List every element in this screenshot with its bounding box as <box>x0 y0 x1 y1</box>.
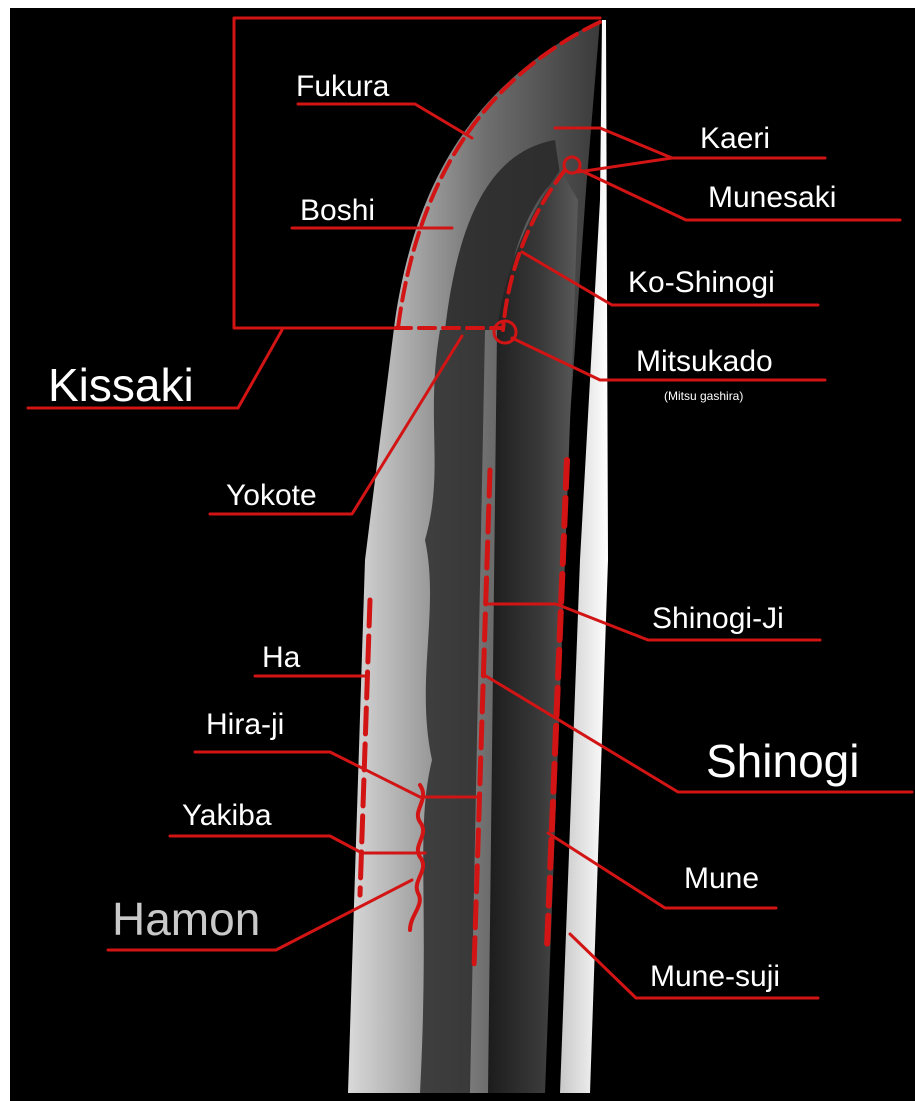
label-fukura: Fukura <box>296 72 389 102</box>
label-munesaki: Munesaki <box>708 183 836 213</box>
label-yokote: Yokote <box>226 481 317 511</box>
label-shinogi-ji: Shinogi-Ji <box>652 604 784 634</box>
label-mitsukado-sub: (Mitsu gashira) <box>664 390 743 402</box>
label-ko-shinogi: Ko-Shinogi <box>628 268 775 298</box>
label-shinogi: Shinogi <box>706 738 859 784</box>
label-hira-ji: Hira-ji <box>206 710 284 740</box>
label-hamon: Hamon <box>112 896 260 942</box>
label-kissaki: Kissaki <box>48 362 194 408</box>
label-yakiba: Yakiba <box>182 801 272 831</box>
label-boshi: Boshi <box>300 196 375 226</box>
label-mune-suji: Mune-suji <box>650 962 780 992</box>
label-ha: Ha <box>262 643 300 673</box>
label-mune: Mune <box>684 864 759 894</box>
label-mitsukado: Mitsukado <box>636 347 773 377</box>
label-kaeri: Kaeri <box>700 124 770 154</box>
